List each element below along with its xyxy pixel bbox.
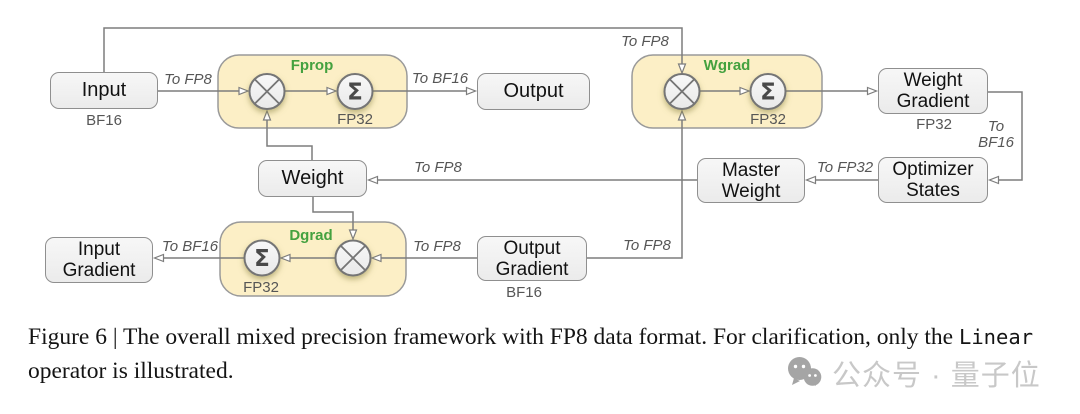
- output-node: Output: [477, 73, 590, 110]
- wire-weight-to-fprop: [262, 109, 313, 160]
- edge-label-dgrad-to-inputgrad: To BF16: [161, 238, 219, 255]
- edge-label-weightgrad-to-optim: To BF16: [978, 118, 1014, 151]
- weight-node: Weight: [258, 160, 367, 197]
- edge-label-fprop-to-output: To BF16: [411, 70, 469, 87]
- wire-weightgrad-to-optim: [987, 91, 1023, 185]
- multiply-icon: [248, 73, 286, 110]
- connectors: [103, 27, 1023, 263]
- dgrad-sum-precision-tag: FP32: [243, 279, 279, 296]
- svg-text:Σ: Σ: [760, 80, 776, 106]
- output-gradient-precision-tag: BF16: [506, 284, 542, 301]
- caption-text-before: Figure 6 | The overall mixed precision f…: [28, 324, 959, 350]
- caption-code-linear: Linear: [958, 325, 1034, 349]
- input-precision-tag: BF16: [86, 112, 122, 129]
- optimizer-states-node: Optimizer States: [878, 157, 988, 203]
- wechat-icon: [788, 356, 822, 386]
- input-gradient-node: Input Gradient: [45, 237, 153, 283]
- wgrad-sum-precision-tag: FP32: [750, 111, 786, 128]
- sum-icon: Σ: [243, 239, 281, 277]
- master-weight-node: Master Weight: [697, 158, 805, 203]
- caption-text-after: operator is illustrated.: [28, 358, 234, 384]
- wgrad-label: Wgrad: [703, 57, 751, 74]
- watermark: 公众号 · 量子位: [786, 352, 1041, 394]
- svg-text:Σ: Σ: [254, 246, 270, 272]
- edge-label-outgrad-to-wgrad: To FP8: [623, 237, 671, 254]
- operator-circles: Σ Σ Σ: [243, 73, 787, 277]
- weight-gradient-node: Weight Gradient: [878, 68, 988, 114]
- input-node: Input: [50, 72, 158, 109]
- wire-outgrad-to-wgrad: [587, 109, 687, 259]
- edge-label-input-to-wgrad: To FP8: [621, 33, 669, 50]
- sum-icon: Σ: [336, 73, 374, 110]
- edge-label-optim-to-master: To FP32: [816, 159, 874, 176]
- edge-label-master-to-weight: To FP8: [414, 159, 462, 176]
- wire-input-to-wgrad: [103, 27, 687, 75]
- figure-caption: Figure 6 | The overall mixed precision f…: [28, 320, 1044, 388]
- flow-diagram-canvas: Σ Σ Σ: [103, 27, 1023, 297]
- weight-gradient-precision-tag: FP32: [916, 116, 952, 133]
- multiply-icon: [334, 239, 372, 277]
- dgrad-label: Dgrad: [289, 227, 333, 244]
- wire-weight-to-dgrad: [312, 197, 358, 241]
- edge-label-outgrad-to-dgrad: To FP8: [413, 238, 461, 255]
- fprop-label: Fprop: [290, 57, 334, 74]
- svg-text:Σ: Σ: [347, 80, 363, 106]
- watermark-text: 公众号 · 量子位: [832, 360, 1041, 392]
- multiply-icon: [663, 73, 701, 110]
- output-gradient-node: Output Gradient: [477, 236, 587, 281]
- sum-icon: Σ: [749, 73, 787, 110]
- edge-label-input-to-fprop: To FP8: [164, 71, 212, 88]
- fprop-sum-precision-tag: FP32: [337, 111, 373, 128]
